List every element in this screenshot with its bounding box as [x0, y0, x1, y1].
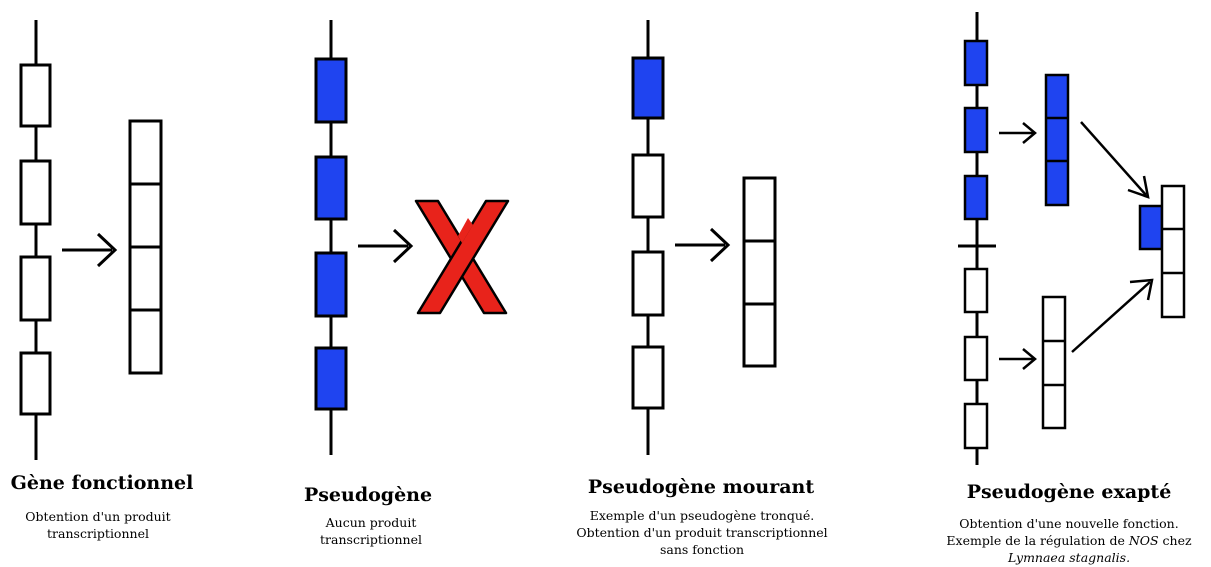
- arrow-icon: [675, 227, 731, 263]
- panel-title: Pseudogène mourant: [587, 476, 815, 498]
- transcript-product: [128, 119, 163, 375]
- exon-white: [631, 153, 665, 219]
- exon-blue: [963, 39, 989, 87]
- exon-blue: [631, 56, 665, 120]
- exon-blue: [963, 174, 989, 221]
- exon-white: [963, 267, 989, 314]
- transcript-blue: [1044, 73, 1070, 207]
- exon-white: [631, 345, 665, 410]
- exon-white: [963, 402, 989, 450]
- panel-exapted-pseudogene: [958, 12, 1186, 465]
- description-line: Aucun produit: [325, 515, 417, 530]
- description-line: Exemple de la régulation de NOS chez: [946, 532, 1191, 549]
- description-line: transcriptionnel: [47, 526, 149, 541]
- description-line: Obtention d'un produit transcriptionnel: [576, 525, 828, 540]
- gene-name: NOS: [1128, 533, 1159, 548]
- description-text: Exemple de la régulation de: [946, 533, 1129, 548]
- description-text: chez: [1158, 533, 1192, 548]
- exon-blue: [963, 106, 989, 154]
- panel-description: Obtention d'un produit transcriptionnel: [25, 508, 170, 542]
- arrow-icon: [358, 228, 414, 264]
- exon-blue: [314, 57, 348, 124]
- exon-blue: [314, 346, 348, 411]
- panel-description: Obtention d'une nouvelle fonction. Exemp…: [946, 515, 1191, 566]
- arrow-icon: [999, 348, 1037, 370]
- exon-blue: [314, 251, 348, 318]
- panel-title: Pseudogène exapté: [966, 481, 1172, 503]
- arrow-icon: [1071, 278, 1154, 353]
- description-line: Obtention d'un produit: [25, 509, 171, 524]
- red-cross-icon: [414, 199, 510, 315]
- species-name: Lymnaea stagnalis.: [1007, 550, 1131, 565]
- description-line: transcriptionnel: [320, 532, 422, 547]
- exon-white: [963, 335, 989, 382]
- panel-title: Pseudogène: [303, 484, 433, 506]
- panel-pseudogene: [314, 20, 510, 455]
- arrow-icon: [62, 232, 118, 268]
- exon-white: [631, 250, 665, 317]
- exon-white: [19, 255, 52, 322]
- transcript-product: [742, 176, 777, 368]
- description-line: sans fonction: [659, 542, 745, 557]
- description-line: Obtention d'une nouvelle fonction.: [959, 516, 1179, 531]
- panel-description: Exemple d'un pseudogène tronqué. Obtenti…: [576, 507, 827, 558]
- panel-title: Gène fonctionnel: [10, 472, 194, 494]
- exon-blue: [314, 155, 348, 221]
- exon-white: [19, 63, 52, 128]
- transcript-white: [1041, 295, 1067, 430]
- arrow-icon: [999, 122, 1037, 144]
- chimeric-product: [1138, 184, 1186, 319]
- panel-dying-pseudogene: [631, 20, 777, 455]
- exon-white: [19, 159, 52, 226]
- exon-white: [19, 351, 52, 416]
- arrow-icon: [1080, 121, 1150, 199]
- panel-description: Aucun produit transcriptionnel: [320, 514, 422, 548]
- description-line: Exemple d'un pseudogène tronqué.: [589, 508, 815, 523]
- panel-functional-gene: [19, 20, 163, 460]
